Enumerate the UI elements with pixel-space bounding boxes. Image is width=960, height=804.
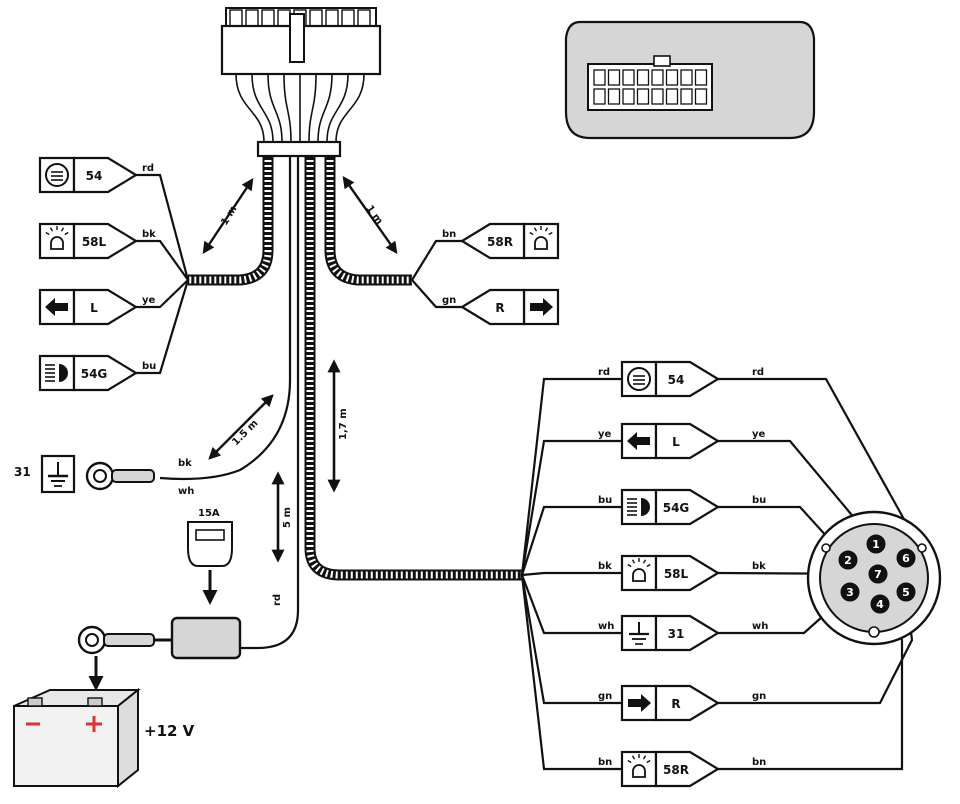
wire-color: gn [752,691,766,702]
terminal-code: 58L [82,235,107,249]
terminal-item: L [38,288,139,326]
right-branch-length: 1 m [364,203,385,226]
socket-pin-number: 1 [872,538,880,551]
terminal-code: 58L [664,567,689,581]
socket-terminal-group: 54L 54G 58L 31R 58R [620,360,721,788]
fuse-holder [170,616,242,660]
power-supply: rd +12 V [13,594,283,789]
terminal-item: 58L [620,554,721,592]
socket-pin-number: 3 [846,586,854,599]
terminal-code: 54G [663,501,690,515]
wire-color: ye [598,429,612,440]
socket-pin-number: 5 [902,586,910,599]
terminal-item: 31 [620,614,721,652]
wire-color: bu [598,495,612,506]
wire-color: rd [598,367,610,378]
left-branch-length: 1 m [219,204,239,228]
wire-color: bk [598,561,612,572]
terminal-code: 54G [81,367,108,381]
socket-pin: 3 [840,582,860,602]
wire-color: rd [142,163,154,174]
fog-lamp-icon [627,367,651,391]
wire-color: gn [442,295,456,306]
headlamp-icon [45,364,68,382]
wire-color: ye [142,295,156,306]
ground-wire-bk: bk [178,458,192,469]
socket-pin: 1 [866,534,886,554]
terminal-code: 58R [663,763,689,777]
ground-icon [629,622,649,645]
terminal-code: L [90,301,98,315]
harness-bundle [159,140,522,650]
vehicle-connector [220,7,382,143]
socket-pin: 5 [896,582,916,602]
terminal-code: 31 [668,627,685,641]
terminal-item: 58R [459,222,560,260]
power-wire-color: rd [272,594,283,606]
socket-pin-number: 2 [844,554,852,567]
wire-color: bn [442,229,456,240]
socket-pin-number: 6 [902,552,910,565]
wire-color: bu [142,361,156,372]
terminal-code: R [495,301,504,315]
ground-wire-wh: wh [178,486,194,497]
terminal-item: 54G [38,354,139,392]
wire-color: wh [752,621,768,632]
battery-voltage: +12 V [144,722,195,740]
rear-lamp-icon [627,754,651,778]
terminal-item: 58L [38,222,139,260]
headlamp-icon [627,498,650,516]
wire-color: bn [752,757,766,768]
fuse: 15A [170,508,242,660]
fog-lamp-icon [45,163,69,187]
wire-color: wh [598,621,614,632]
terminal-item: 54 [38,156,139,194]
socket-pin: 6 [896,548,916,568]
terminal-code: L [672,435,680,449]
trailer-socket-7-pin: 1 2 3 4 5 6 7 [806,510,942,646]
battery-icon [13,687,141,789]
left-terminal-group: 54 58L L 54G [38,156,139,392]
socket-pin: 2 [838,550,858,570]
ground-terminal: 31 bk wh [14,454,194,497]
wire-color: bk [142,229,156,240]
ground-icon [48,462,68,487]
terminal-item: R [620,684,721,722]
terminal-item: 54G [620,488,721,526]
wire-color: gn [598,691,612,702]
terminal-code: 54 [668,373,685,387]
terminal-item: L [620,422,721,460]
wire-color: bu [752,495,766,506]
main-length: 1,7 m [338,408,349,440]
socket-pin-number: 7 [874,568,882,581]
socket-pin: 7 [868,564,888,584]
arrow-left-icon [45,298,68,316]
wire-color: bk [752,561,766,572]
power-length: 5 m [282,507,293,528]
wire-color: ye [752,429,766,440]
arrow-left-icon [627,432,650,450]
terminal-code: 58R [487,235,513,249]
branch-wires: rd bk ye bu bn gn rd rd ye ye bu bu bk bk wh wh gn gn bn bn [136,163,922,771]
position-lamp-icon [45,226,69,250]
terminal-code: 54 [86,169,103,183]
socket-pin: 4 [870,594,890,614]
connector-face-view [564,20,816,140]
ground-terminal-number: 31 [14,465,31,479]
arrow-right-icon [628,694,651,712]
fuse-rating: 15A [198,508,220,519]
position-lamp-icon [529,226,553,250]
right-terminal-group: 58R R [459,222,560,326]
socket-pin-number: 4 [876,598,884,611]
terminal-item: 54 [620,360,721,398]
wire-color: rd [752,367,764,378]
position-lamp-icon [627,558,651,582]
arrow-right-icon [530,298,553,316]
terminal-code: R [671,697,680,711]
wire-color: bn [598,757,612,768]
terminal-item: R [459,288,560,326]
terminal-item: 58R [620,750,721,788]
length-dimensions: 1 m 1 m 1.5 m 1,7 m 5 m [202,176,398,563]
